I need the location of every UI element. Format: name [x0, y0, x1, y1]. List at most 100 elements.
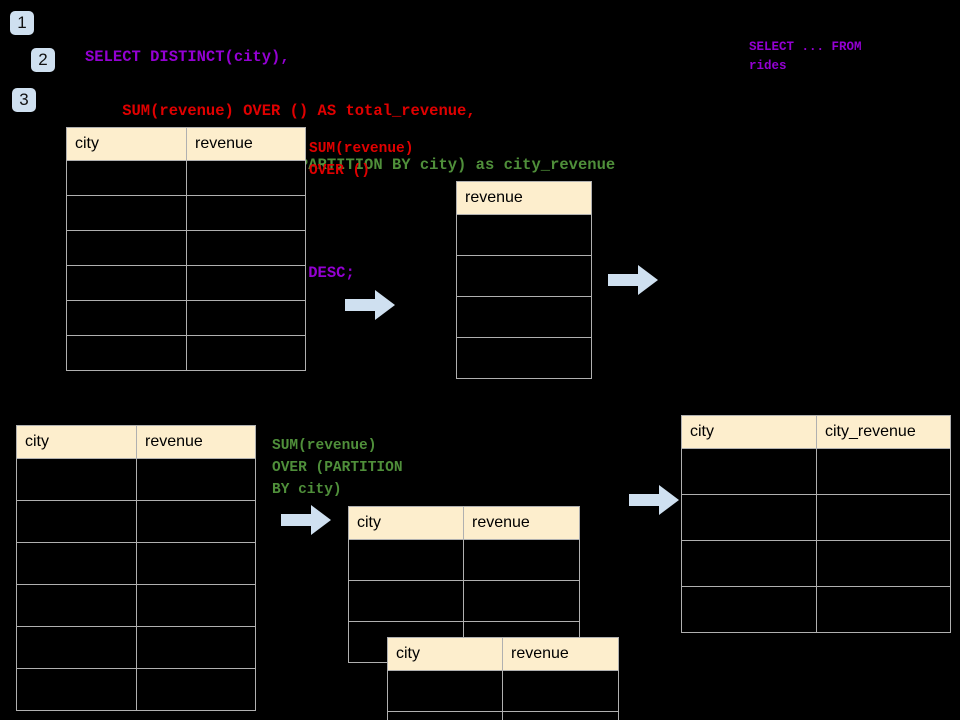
cell-city [681, 540, 817, 587]
cell-revenue [186, 195, 306, 231]
table-row [681, 494, 951, 541]
total-revenue-table: revenue [456, 181, 592, 379]
cell-revenue [136, 458, 256, 501]
annotation-select-from-rides: SELECT ... FROM rides [749, 40, 862, 73]
table-row [348, 539, 580, 581]
cell-revenue [456, 214, 592, 256]
table-row [66, 160, 306, 196]
step-badge-1: 1 [10, 11, 34, 35]
cell-revenue [136, 542, 256, 585]
partition-group-table-b: city revenue [387, 637, 619, 720]
table-row [16, 542, 256, 585]
cell-revenue [186, 230, 306, 266]
table-row [16, 584, 256, 627]
cell-city-revenue [816, 586, 951, 633]
cell-revenue [186, 265, 306, 301]
table-row [348, 580, 580, 622]
cell-city [681, 448, 817, 495]
column-header-city: city [387, 637, 503, 671]
cell-city [66, 160, 187, 196]
annotation-sum-over-partition: SUM(revenue) OVER (PARTITION BY city) [272, 438, 403, 498]
cell-city [348, 539, 464, 581]
cell-city [16, 542, 137, 585]
cell-city [681, 586, 817, 633]
table-row [681, 540, 951, 587]
rides-source-table: city revenue [66, 127, 306, 371]
sql-line-sum-over-empty: SUM(revenue) OVER () AS total_revenue, [85, 102, 476, 120]
table-row [456, 337, 592, 379]
cell-revenue [136, 500, 256, 543]
column-header-revenue: revenue [456, 181, 592, 215]
table-header-row: city revenue [387, 637, 619, 671]
cell-revenue [456, 255, 592, 297]
column-header-city: city [16, 425, 137, 459]
result-table: city city_revenue [681, 415, 951, 633]
table-row [66, 300, 306, 336]
column-header-revenue: revenue [502, 637, 619, 671]
arrow-partition-to-result [629, 485, 679, 515]
table-header-row: city city_revenue [681, 415, 951, 449]
column-header-revenue: revenue [463, 506, 580, 540]
table-row [681, 586, 951, 633]
cell-revenue [136, 584, 256, 627]
table-row [456, 255, 592, 297]
arrow-total-to-result [608, 265, 658, 295]
annotation-sum-over-empty: SUM(revenue) OVER () [309, 141, 414, 179]
table-header-row: city revenue [348, 506, 580, 540]
table-row [16, 668, 256, 711]
cell-revenue [136, 626, 256, 669]
cell-city-revenue [816, 540, 951, 587]
cell-revenue [463, 580, 580, 622]
table-row [456, 214, 592, 256]
table-row [66, 265, 306, 301]
cell-revenue [456, 337, 592, 379]
cell-city [16, 584, 137, 627]
table-row [387, 711, 619, 720]
cell-revenue [186, 300, 306, 336]
cell-city [16, 626, 137, 669]
cell-city [348, 580, 464, 622]
cell-revenue [456, 296, 592, 338]
cell-city [66, 300, 187, 336]
cell-revenue [463, 539, 580, 581]
table-row [66, 195, 306, 231]
table-header-row: city revenue [16, 425, 256, 459]
cell-city [16, 500, 137, 543]
table-row [66, 230, 306, 266]
step-badge-2: 2 [31, 48, 55, 72]
cell-revenue [186, 160, 306, 196]
column-header-revenue: revenue [186, 127, 306, 161]
column-header-city: city [681, 415, 817, 449]
cell-city [681, 494, 817, 541]
cell-revenue [136, 668, 256, 711]
table-row [16, 626, 256, 669]
cell-revenue [502, 711, 619, 720]
column-header-revenue: revenue [136, 425, 256, 459]
cell-city [16, 668, 137, 711]
table-header-row: revenue [456, 181, 592, 215]
cell-city [66, 265, 187, 301]
step-badge-3: 3 [12, 88, 36, 112]
cell-revenue [186, 335, 306, 371]
table-row [66, 335, 306, 371]
table-row [387, 670, 619, 712]
table-row [16, 500, 256, 543]
table-row [456, 296, 592, 338]
arrow-source-to-total [345, 290, 395, 320]
cell-city [66, 195, 187, 231]
table-header-row: city revenue [66, 127, 306, 161]
cell-city-revenue [816, 494, 951, 541]
column-header-city: city [66, 127, 187, 161]
cell-city [66, 230, 187, 266]
column-header-city: city [348, 506, 464, 540]
rides-source-table-partition: city revenue [16, 425, 256, 711]
arrow-source-to-partition [281, 505, 331, 535]
column-header-city-revenue: city_revenue [816, 415, 951, 449]
cell-city [387, 711, 503, 720]
cell-city-revenue [816, 448, 951, 495]
sql-line-select: SELECT DISTINCT(city), [85, 48, 290, 66]
cell-revenue [502, 670, 619, 712]
cell-city [66, 335, 187, 371]
table-row [16, 458, 256, 501]
